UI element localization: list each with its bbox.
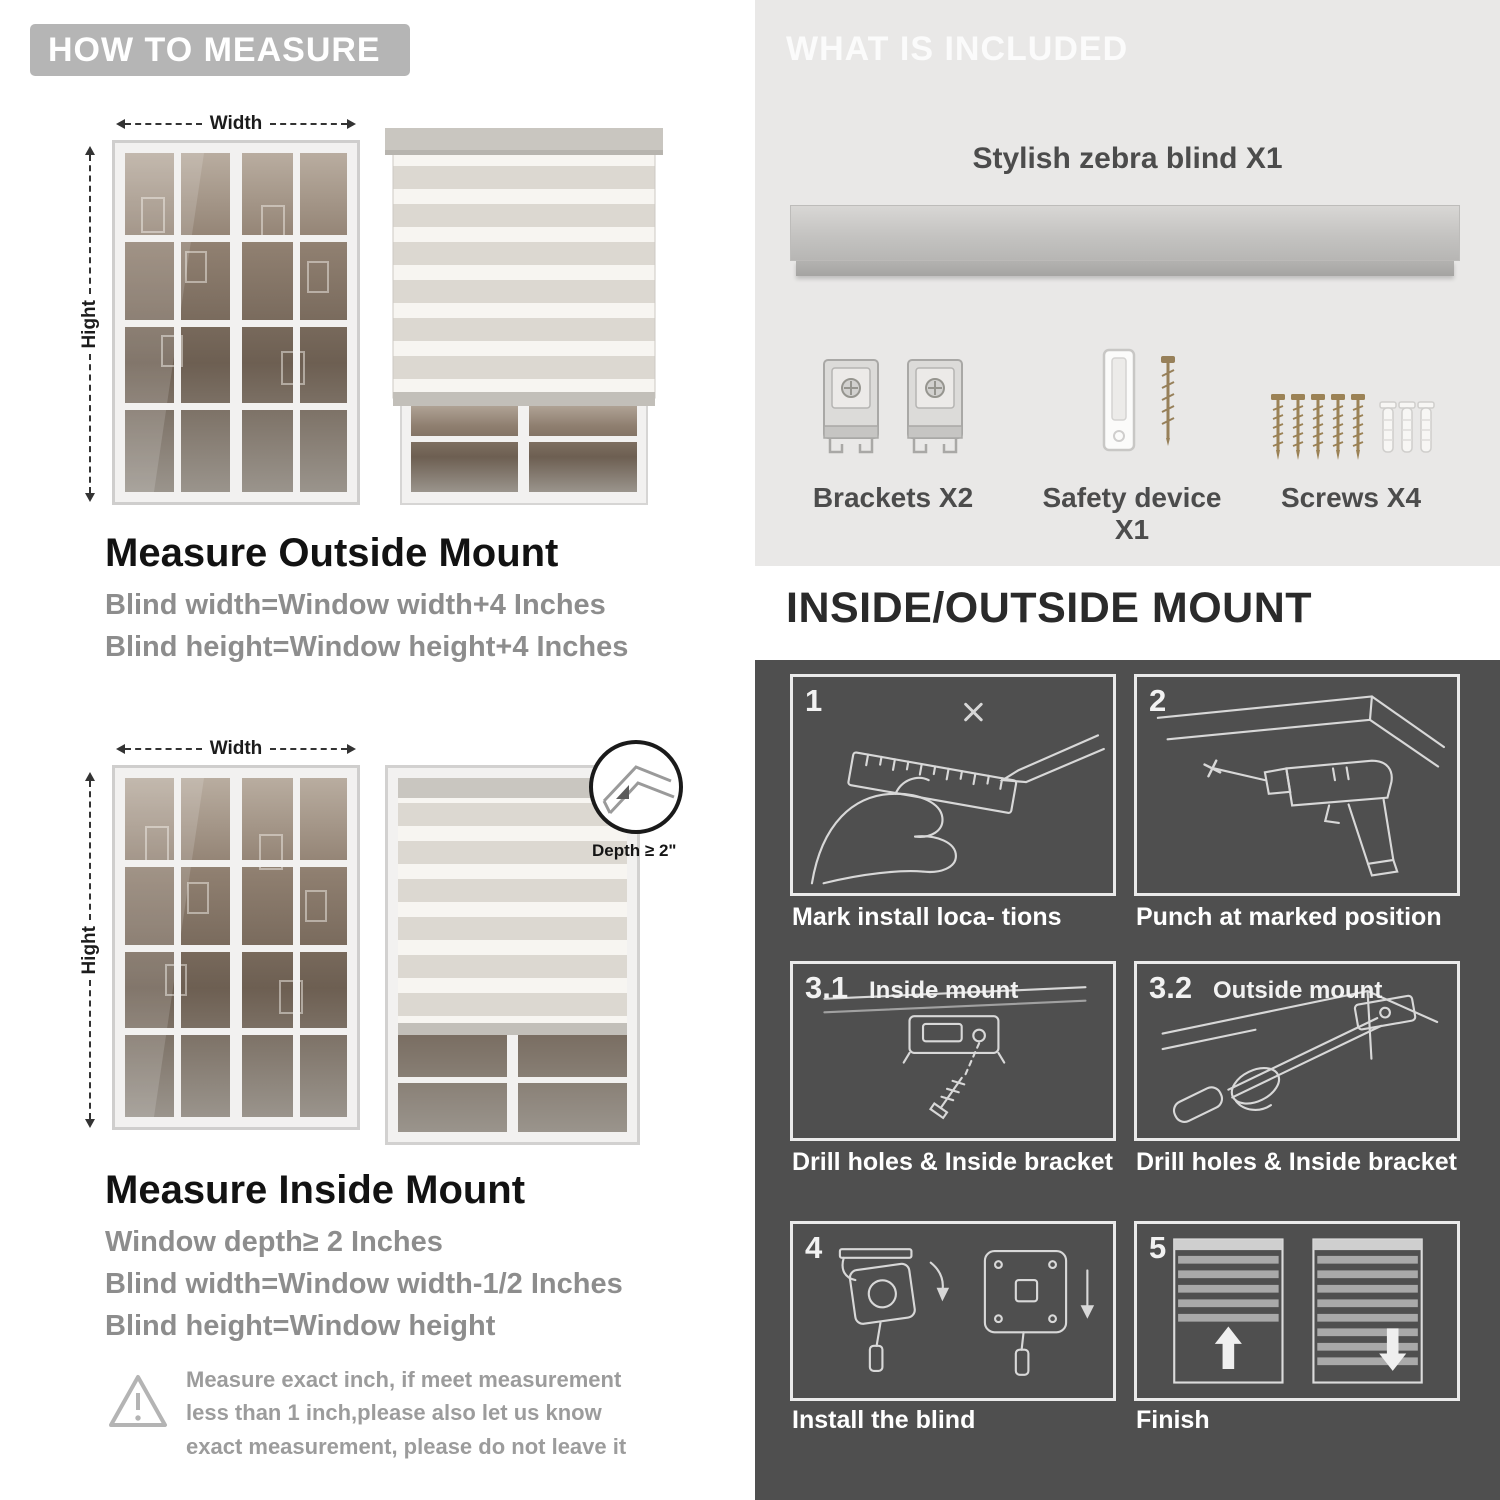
screws-icon — [1269, 392, 1435, 462]
safety-device-label: Safety device X1 — [1042, 482, 1222, 545]
inside-outside-mount-title: INSIDE/OUTSIDE MOUNT — [786, 584, 1313, 632]
safety-device-icon — [1102, 348, 1175, 452]
arrowhead-up-icon — [85, 146, 95, 155]
install-blind-illustration — [838, 1248, 1095, 1376]
mark-locations-illustration — [810, 702, 1105, 885]
zebra-blind-outside-illustration — [385, 128, 663, 505]
how-to-measure-banner: HOW TO MEASURE — [30, 24, 410, 76]
outside-mount-title: Measure Outside Mount — [105, 531, 559, 575]
step-caption-5: Finish — [1136, 1406, 1210, 1434]
depth-callout-label: Depth ≥ 2" — [592, 841, 677, 860]
height-label: Hight — [79, 925, 100, 975]
arrowhead-down-icon — [85, 1119, 95, 1129]
dashed-line — [125, 748, 202, 750]
height-arrow-outside: Hight — [78, 146, 102, 503]
dashed-line — [270, 123, 347, 125]
zebra-blind-item-label: Stylish zebra blind X1 — [972, 142, 1283, 175]
what-is-included-panel — [755, 0, 1500, 566]
depth-detail-circle — [589, 740, 683, 834]
width-label: Width — [209, 113, 263, 134]
step-box-3-1: 3.1 Inside mount — [790, 961, 1116, 1141]
how-to-measure-title: HOW TO MEASURE — [48, 30, 381, 69]
outside-mount-label: Outside mount — [1213, 977, 1383, 1004]
step-caption-1: Mark install loca- tions — [792, 903, 1062, 931]
arrowhead-down-icon — [85, 493, 95, 503]
step-caption-4: Install the blind — [792, 1406, 976, 1434]
window-photo-illustration — [112, 140, 360, 505]
step-caption-2: Punch at marked position — [1136, 903, 1442, 931]
height-label: Hight — [79, 299, 100, 349]
inside-bracket-illustration — [823, 986, 1087, 1120]
step-number: 5 — [1149, 1230, 1167, 1265]
what-is-included-title: WHAT IS INCLUDED — [786, 30, 1129, 68]
dashed-line — [270, 748, 347, 750]
dashed-line — [89, 155, 91, 294]
bracket-icon — [907, 359, 963, 454]
step-number: 2 — [1149, 683, 1167, 718]
dashed-line — [89, 354, 91, 494]
step-box-2: 2 — [1134, 674, 1460, 896]
warning-triangle-icon — [109, 1375, 167, 1427]
dashed-line — [89, 781, 91, 920]
dashed-line — [125, 123, 202, 125]
step-caption-3-1: Drill holes & Inside bracket — [792, 1148, 1113, 1176]
step-number: 4 — [805, 1230, 823, 1265]
zebra-blind-cassette-lip — [796, 261, 1454, 276]
outside-bracket-illustration — [1161, 989, 1439, 1124]
outside-rule-height: Blind height=Window height+4 Inches — [105, 631, 629, 663]
inside-mount-label: Inside mount — [869, 977, 1019, 1004]
step-number: 3.2 — [1149, 970, 1193, 1005]
width-arrow-outside: Width — [116, 112, 356, 136]
arrowhead-up-icon — [85, 772, 95, 781]
step-number: 1 — [805, 683, 823, 718]
measurement-note: Measure exact inch, if meet measurement … — [186, 1367, 627, 1459]
width-label: Width — [209, 738, 263, 759]
screws-label: Screws X4 — [1280, 482, 1422, 513]
step-box-3-2: 3.2 Outside mount — [1134, 961, 1460, 1141]
zebra-blind-inside-illustration — [385, 765, 640, 1145]
drill-hole-illustration — [1156, 695, 1445, 877]
inside-rule-height: Blind height=Window height — [105, 1310, 496, 1342]
inside-mount-title: Measure Inside Mount — [105, 1168, 526, 1212]
bracket-icon — [823, 359, 879, 454]
arrowhead-left-icon — [116, 119, 125, 129]
step-caption-3-2: Drill holes & Inside bracket — [1136, 1148, 1457, 1176]
arrowhead-left-icon — [116, 744, 125, 754]
window-photo-illustration — [112, 765, 360, 1130]
step-box-4: 4 — [790, 1221, 1116, 1401]
brackets-label: Brackets X2 — [812, 482, 974, 513]
inside-rule-width: Blind width=Window width-1/2 Inches — [105, 1268, 623, 1300]
outside-rule-width: Blind width=Window width+4 Inches — [105, 589, 606, 621]
zebra-blind-cassette-image — [790, 205, 1460, 261]
inside-rule-depth: Window depth≥ 2 Inches — [105, 1226, 443, 1258]
step-box-1: 1 — [790, 674, 1116, 896]
arrowhead-right-icon — [347, 119, 356, 129]
arrowhead-right-icon — [347, 744, 356, 754]
height-arrow-inside: Hight — [78, 772, 102, 1129]
step-number: 3.1 — [805, 970, 849, 1005]
width-arrow-inside: Width — [116, 737, 356, 761]
dashed-line — [89, 980, 91, 1120]
step-box-5: 5 — [1134, 1221, 1460, 1401]
finish-blinds-illustration — [1173, 1238, 1423, 1384]
